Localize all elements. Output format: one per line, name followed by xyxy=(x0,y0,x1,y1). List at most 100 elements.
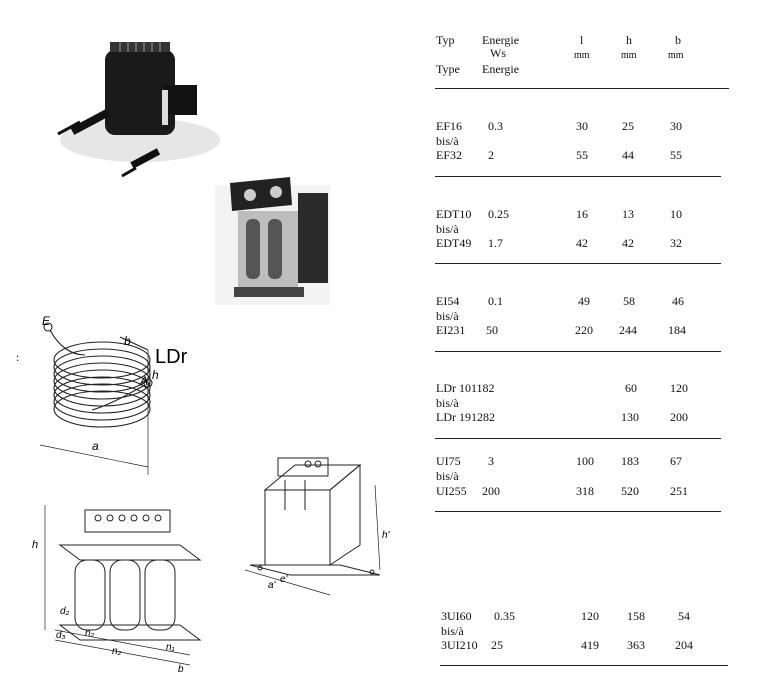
row-3ui-l-to: 419 xyxy=(581,638,599,652)
header-energie-fr: Energie xyxy=(482,62,520,76)
three-phase-label-n2: n₂ xyxy=(85,628,95,639)
row-ef-type-from: EF16 xyxy=(436,119,463,133)
row-ldr-bis: bis/à xyxy=(436,396,459,410)
coil-label-h: h xyxy=(152,368,159,382)
row-ldr-b-to: 200 xyxy=(670,410,688,424)
row-edt-bis: bis/à xyxy=(436,222,459,236)
header-h: h xyxy=(626,33,632,47)
row-ef-h-to: 44 xyxy=(622,148,634,162)
row-edt-e-from: 0.25 xyxy=(488,207,509,221)
single-phase-transformer-drawing: h' a' e' xyxy=(244,457,391,596)
row-ui-h-from: 183 xyxy=(621,454,639,468)
row-ui-b-from: 67 xyxy=(670,454,682,468)
three-phase-label-d3: d₃ xyxy=(56,630,66,641)
colon-mark: : xyxy=(16,350,20,364)
row-ui-h-to: 520 xyxy=(621,484,639,498)
row-ef-type-to: EF32 xyxy=(436,148,463,162)
row-3ui-h-from: 158 xyxy=(627,609,645,623)
row-3ui-type-from: 3UI60 xyxy=(441,609,472,623)
coil-label-b: b xyxy=(124,334,131,348)
single-label-e: e' xyxy=(280,574,289,585)
single-label-h: h' xyxy=(382,530,391,541)
row-3ui-bis: bis/à xyxy=(441,624,464,638)
coil-label-ldr: LDr xyxy=(155,346,188,368)
row-3ui-b-to: 204 xyxy=(675,638,693,652)
row-edt-type-from: EDT10 xyxy=(436,207,472,221)
row-ei-bis: bis/à xyxy=(436,309,459,323)
row-3ui-h-to: 363 xyxy=(627,638,645,652)
ef-transformer-image xyxy=(40,30,220,190)
row-ef-h-from: 25 xyxy=(622,119,634,133)
row-ef-b-from: 30 xyxy=(670,119,682,133)
row-ef-l-to: 55 xyxy=(576,148,588,162)
row-ui-type-to: UI255 xyxy=(436,484,467,498)
row-ei-b-to: 184 xyxy=(668,323,686,337)
row-ldr-h-to: 130 xyxy=(621,410,639,424)
header-typ: Typ xyxy=(436,33,455,47)
row-ldr-type-to: LDr 191282 xyxy=(436,410,495,424)
header-l-unit: mm xyxy=(574,50,590,61)
row-ei-h-to: 244 xyxy=(619,323,637,337)
header-l: l xyxy=(580,33,584,47)
row-ef-b-to: 55 xyxy=(670,148,682,162)
row-ldr-b-from: 120 xyxy=(670,381,688,395)
row-ui-l-from: 100 xyxy=(576,454,594,468)
row-ui-l-to: 318 xyxy=(576,484,594,498)
row-ui-e-to: 200 xyxy=(482,484,500,498)
row-3ui-e-from: 0.35 xyxy=(494,609,515,623)
header-rule xyxy=(435,88,729,89)
row-ef-e-from: 0.3 xyxy=(488,119,503,133)
row-ef-l-from: 30 xyxy=(576,119,588,133)
header-b: b xyxy=(675,33,681,47)
three-phase-label-n1: n₁ xyxy=(166,642,175,653)
row-ui-bis: bis/à xyxy=(436,469,459,483)
coil-label-a-terminal: A xyxy=(139,374,148,388)
row-ei-b-from: 46 xyxy=(672,294,684,308)
row-ui-b-to: 251 xyxy=(670,484,688,498)
three-phase-transformer-drawing: h d₂ d₃ n₂ n₂ n₁ b xyxy=(32,505,202,675)
row-edt-h-to: 42 xyxy=(622,236,634,250)
row-ei-l-from: 49 xyxy=(578,294,590,308)
row-3ui-rule xyxy=(440,665,728,666)
header-h-unit: mm xyxy=(621,50,637,61)
coil-label-a-dim: a xyxy=(92,439,99,453)
row-edt-type-to: EDT49 xyxy=(436,236,472,250)
row-ldr-h-from: 60 xyxy=(625,381,637,395)
three-phase-label-h: h xyxy=(32,539,38,551)
row-3ui-type-to: 3UI210 xyxy=(441,638,478,652)
header-type: Type xyxy=(436,62,460,76)
row-ei-e-from: 0.1 xyxy=(488,294,503,308)
row-ldr-type-from: LDr 101182 xyxy=(436,381,495,395)
header-ws: Ws xyxy=(490,46,506,60)
row-ui-type-from: UI75 xyxy=(436,454,461,468)
row-ei-type-to: EI231 xyxy=(436,323,466,337)
row-ui-e-from: 3 xyxy=(488,454,494,468)
row-ei-rule xyxy=(435,351,721,352)
row-edt-rule xyxy=(435,263,721,264)
row-ei-h-from: 58 xyxy=(623,294,635,308)
row-3ui-l-from: 120 xyxy=(581,609,599,623)
row-ei-type-from: EI54 xyxy=(436,294,460,308)
edt-transformer-image xyxy=(210,175,340,310)
three-phase-label-d2: d₂ xyxy=(60,606,70,617)
header-b-unit: mm xyxy=(668,50,684,61)
header-energie: Energie xyxy=(482,33,520,47)
three-phase-label-n2b: n₂ xyxy=(112,646,122,657)
row-edt-b-from: 10 xyxy=(670,207,682,221)
single-label-a: a' xyxy=(268,580,277,591)
row-3ui-e-to: 25 xyxy=(491,638,503,652)
row-ldr-rule xyxy=(435,438,721,439)
row-ei-e-to: 50 xyxy=(486,323,498,337)
ldr-coil-drawing: E b LDr h A a xyxy=(39,315,188,475)
row-edt-h-from: 13 xyxy=(622,207,634,221)
three-phase-label-b: b xyxy=(178,664,184,675)
row-ei-l-to: 220 xyxy=(575,323,593,337)
row-ef-bis: bis/à xyxy=(436,134,459,148)
row-edt-b-to: 32 xyxy=(670,236,682,250)
row-edt-l-to: 42 xyxy=(576,236,588,250)
row-edt-e-to: 1.7 xyxy=(488,236,503,250)
coil-label-e: E xyxy=(42,315,51,328)
row-ef-e-to: 2 xyxy=(488,148,494,162)
row-ef-rule xyxy=(435,176,721,177)
row-ui-rule xyxy=(435,511,721,512)
